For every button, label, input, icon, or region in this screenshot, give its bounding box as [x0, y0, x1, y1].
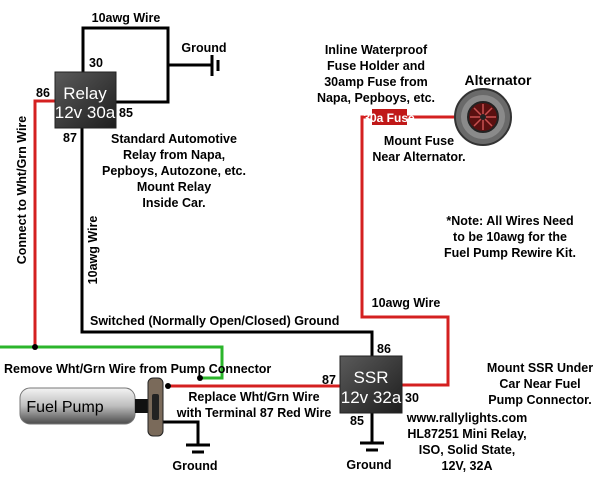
wire-note: *Note: All Wires Need to be 10awg for th…: [444, 214, 576, 260]
fuel-pump-label: Fuel Pump: [26, 399, 103, 416]
switched-ground-wire: [80, 128, 374, 356]
fuse-label: 30a Fuse: [363, 111, 415, 125]
wire-vertical-label: 10awg Wire: [86, 216, 100, 285]
ssr-pin-85: 85: [350, 414, 364, 428]
wht-grn-wire: [0, 345, 224, 380]
red-wires: [33, 99, 458, 388]
mount-ssr-note: Mount SSR Under Car Near Fuel Pump Conne…: [487, 361, 593, 407]
connect-vertical-label: Connect to Wht/Grn Wire: [15, 116, 29, 265]
svg-text:www.rallylights.com: www.rallylights.com: [406, 411, 527, 425]
top-wire-label: 10awg Wire: [92, 11, 161, 25]
svg-text:Mount Relay: Mount Relay: [137, 180, 211, 194]
mount-fuse-note: Mount Fuse Near Alternator.: [372, 134, 465, 164]
ssr: SSR 12v 32a: [339, 355, 403, 414]
ground-label-ssr: Ground: [346, 458, 391, 472]
ground-icon-top: [210, 55, 220, 76]
switched-ground-label: Switched (Normally Open/Closed) Ground: [90, 314, 339, 328]
svg-text:Napa, Pepboys, etc.: Napa, Pepboys, etc.: [317, 91, 435, 105]
relay-label: Relay: [63, 84, 107, 103]
relay-pin-30: 30: [89, 56, 103, 70]
svg-text:Car Near Fuel: Car Near Fuel: [499, 377, 580, 391]
svg-text:Near Alternator.: Near Alternator.: [372, 150, 465, 164]
svg-text:Mount Fuse: Mount Fuse: [384, 134, 454, 148]
green-wire-end-dot: [197, 375, 203, 381]
black-wires: [80, 26, 374, 444]
svg-text:Fuse Holder and: Fuse Holder and: [327, 59, 425, 73]
svg-text:Mount SSR Under: Mount SSR Under: [487, 361, 593, 375]
alternator-icon: [454, 88, 512, 146]
svg-text:HL87251 Mini Relay,: HL87251 Mini Relay,: [407, 427, 526, 441]
ssr-pin-30: 30: [405, 391, 419, 405]
svg-text:30amp Fuse from: 30amp Fuse from: [324, 75, 428, 89]
remove-wire-label: Remove Wht/Grn Wire from Pump Connector: [4, 362, 271, 376]
relay: Relay 12v 30a: [54, 71, 117, 129]
svg-text:Inside Car.: Inside Car.: [142, 196, 205, 210]
replace-note: Replace Wht/Grn Wire with Terminal 87 Re…: [176, 390, 332, 420]
relay-note: Standard Automotive Relay from Napa, Pep…: [102, 132, 246, 210]
red-wire-end-dot: [165, 383, 171, 389]
svg-text:ISO, Solid State,: ISO, Solid State,: [419, 443, 516, 457]
ssr-30-to-fuse-wire: [360, 115, 450, 387]
svg-text:Inline Waterproof: Inline Waterproof: [325, 43, 428, 57]
svg-text:Standard Automotive: Standard Automotive: [111, 132, 237, 146]
fuel-pump: Fuel Pump: [19, 377, 164, 437]
svg-text:with Terminal 87 Red Wire: with Terminal 87 Red Wire: [176, 406, 332, 420]
relay-86-wire: [33, 99, 55, 347]
ground-icon-pump: [186, 443, 210, 454]
relay-pin-87: 87: [63, 131, 77, 145]
ground-label-pump: Ground: [172, 459, 217, 473]
ssr-pin-86: 86: [377, 342, 391, 356]
svg-text:Pump Connector.: Pump Connector.: [488, 393, 591, 407]
red-wire-label: 10awg Wire: [372, 296, 441, 310]
ssr-info: www.rallylights.com HL87251 Mini Relay, …: [406, 411, 527, 473]
alternator-label: Alternator: [465, 72, 532, 88]
ssr-label: SSR: [354, 368, 389, 387]
fuse-note: Inline Waterproof Fuse Holder and 30amp …: [317, 43, 435, 105]
relay-pin-85: 85: [119, 106, 133, 120]
svg-text:Replace Wht/Grn Wire: Replace Wht/Grn Wire: [188, 390, 319, 404]
relay-pin-86: 86: [36, 86, 50, 100]
relay-30-85-loop: [81, 26, 170, 104]
svg-text:Fuel Pump Rewire Kit.: Fuel Pump Rewire Kit.: [444, 246, 576, 260]
junction-dot: [32, 344, 38, 350]
fuse: 30a Fuse: [363, 109, 415, 125]
svg-text:12V, 32A: 12V, 32A: [442, 459, 493, 473]
ssr-rating: 12v 32a: [341, 388, 402, 407]
pump-ground-wire: [162, 420, 200, 444]
ground-label-top: Ground: [181, 41, 226, 55]
svg-text:*Note: All Wires Need: *Note: All Wires Need: [446, 214, 573, 228]
ssr-pin-87: 87: [322, 373, 336, 387]
ground-icon-ssr: [360, 441, 384, 452]
svg-text:Pepboys, Autozone, etc.: Pepboys, Autozone, etc.: [102, 164, 246, 178]
svg-text:to be 10awg for the: to be 10awg for the: [453, 230, 567, 244]
relay-rating: 12v 30a: [55, 103, 116, 122]
svg-text:Relay from Napa,: Relay from Napa,: [123, 148, 225, 162]
